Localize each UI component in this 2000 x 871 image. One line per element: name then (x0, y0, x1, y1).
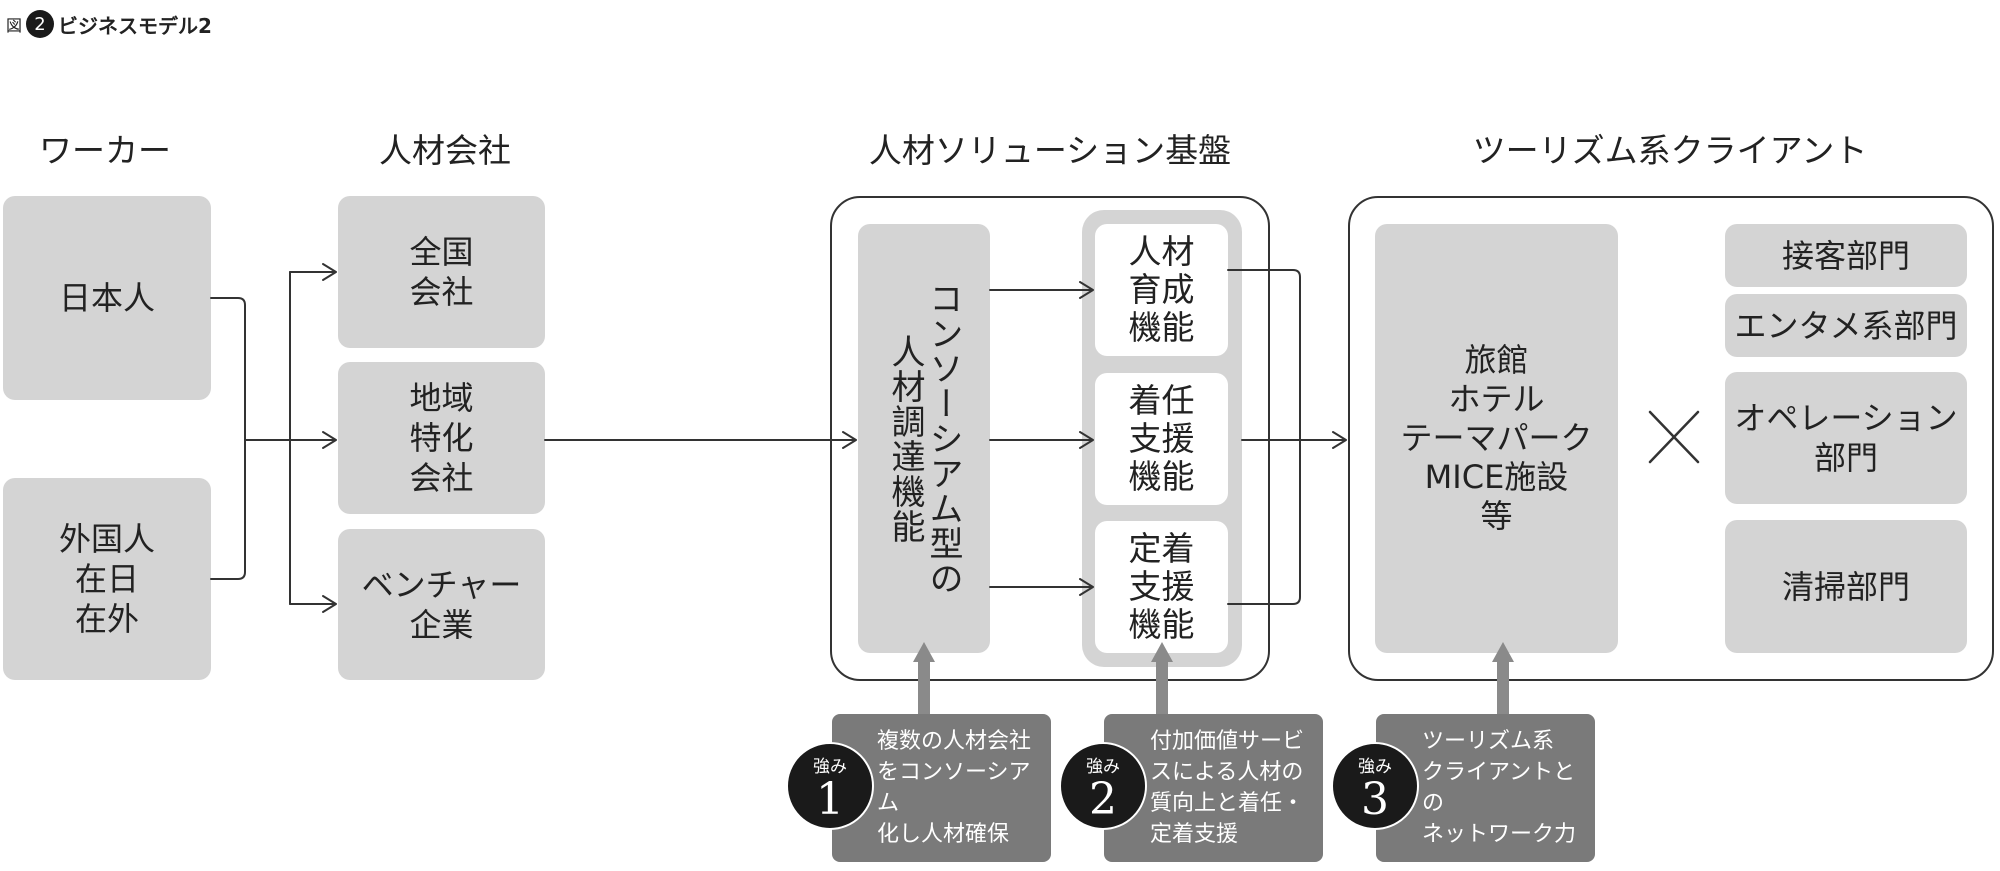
header-staffing-company: 人材会社 (379, 131, 511, 170)
strength-arrow-3-icon (1492, 642, 1514, 714)
arrow-to-venture (289, 595, 337, 613)
client-frame (1348, 196, 1994, 681)
strength-1-label: 強み (813, 757, 847, 777)
worker-foreign-box: 外国人 在日 在外 (3, 478, 211, 680)
strength-arrows (913, 642, 1514, 714)
arrow-to-client (1241, 431, 1347, 449)
strength-1-badge: 強み 1 (786, 742, 874, 830)
header-tourism-client: ツーリズム系クライアント (1472, 131, 1868, 170)
header-worker: ワーカー (39, 131, 171, 170)
strength-3-badge: 強み 3 (1331, 742, 1419, 830)
strength-3-number: 3 (1361, 774, 1389, 825)
figure-prefix: 図 (6, 16, 23, 35)
strength-2-badge: 強み 2 (1059, 742, 1147, 830)
connector-fanout (244, 271, 291, 605)
connector-retention-out (1227, 439, 1301, 605)
figure-number-badge: 2 (26, 10, 55, 38)
arrow-to-consortium (544, 431, 857, 449)
client-facilities-box: 旅館 ホテル テーマパーク MICE施設 等 (1375, 224, 1618, 653)
arrow-to-training (989, 281, 1094, 299)
strength-1-number: 1 (816, 774, 844, 825)
figure-title: 図 2 ビジネスモデル2 (6, 8, 212, 40)
company-regional-box: 地域 特化 会社 (338, 362, 545, 514)
figure-title-text: ビジネスモデル2 (58, 13, 212, 38)
strength-arrow-2-icon (1151, 642, 1173, 714)
arrow-to-onboarding (989, 431, 1094, 449)
arrow-to-regional (289, 431, 337, 449)
company-venture-box: ベンチャー 企業 (338, 529, 545, 680)
cross-icon (1648, 410, 1700, 464)
worker-japanese-box: 日本人 (3, 196, 211, 400)
arrow-to-national (289, 263, 337, 281)
connector-training-out (1227, 269, 1301, 441)
function-retention-box: 定着 支援 機能 (1095, 521, 1228, 653)
arrow-to-retention (989, 578, 1094, 596)
function-onboarding-box: 着任 支援 機能 (1095, 373, 1228, 505)
strength-arrow-1-icon (913, 642, 935, 714)
strength-2-number: 2 (1089, 774, 1117, 825)
strength-2-box: 付加価値サービ スによる人材の 質向上と着任・ 定着支援 (1104, 714, 1323, 862)
consortium-sourcing-box: コンソーシアム型の 人材調達機能 (858, 224, 990, 653)
connector-worker-foreign (210, 439, 246, 580)
dept-reception-box: 接客部門 (1725, 224, 1967, 287)
consortium-sourcing-label: コンソーシアム型の 人材調達機能 (885, 281, 963, 596)
strength-1-box: 複数の人材会社 をコンソーシアム 化し人材確保 (832, 714, 1051, 862)
function-training-box: 人材 育成 機能 (1095, 224, 1228, 356)
connector-worker-japanese (210, 297, 246, 441)
dept-operations-box: オペレーション 部門 (1725, 372, 1967, 504)
header-solution-platform: 人材ソリューション基盤 (868, 131, 1232, 170)
company-national-box: 全国 会社 (338, 196, 545, 348)
dept-entertainment-box: エンタメ系部門 (1725, 294, 1967, 357)
dept-cleaning-box: 清掃部門 (1725, 520, 1967, 653)
strength-2-label: 強み (1086, 757, 1120, 777)
platform-frame (830, 196, 1270, 681)
strength-3-label: 強み (1358, 757, 1392, 777)
